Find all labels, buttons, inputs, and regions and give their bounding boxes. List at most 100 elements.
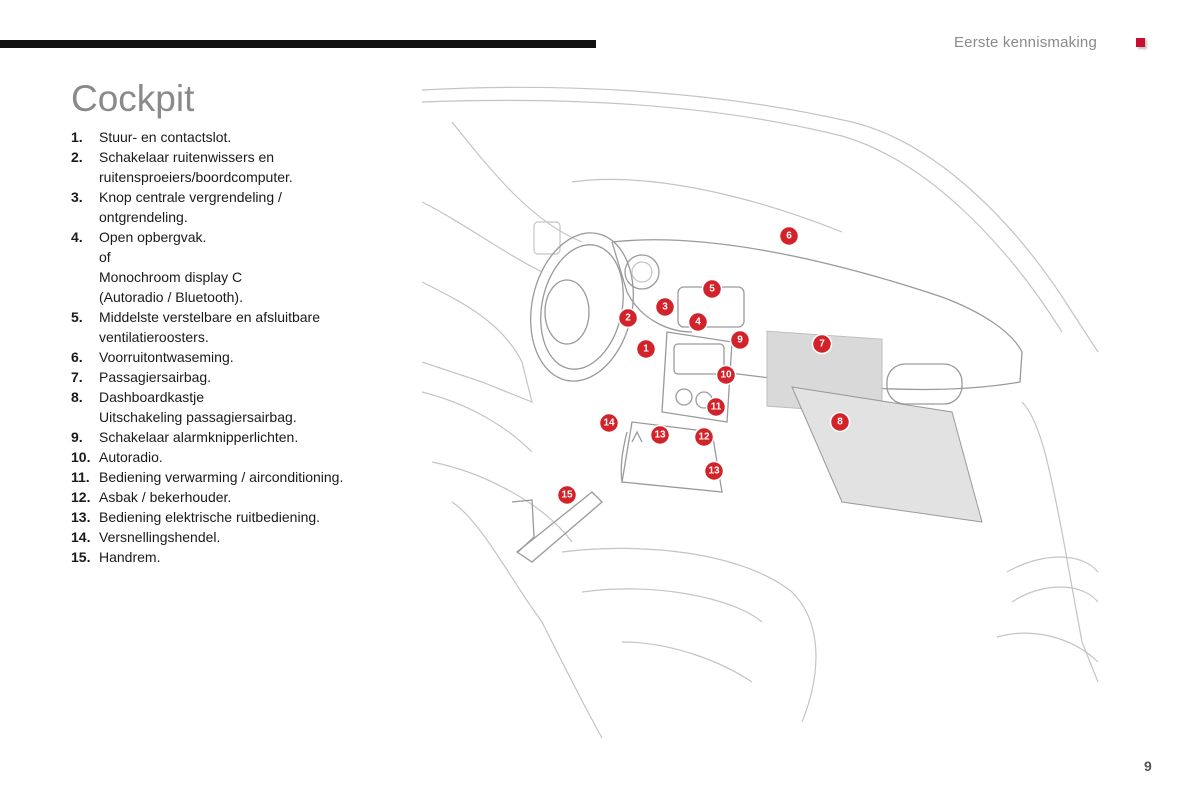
callout-7: 7 [811, 333, 833, 355]
callout-10: 10 [715, 364, 737, 386]
legend-item: 6. Voorruitontwaseming. [71, 347, 401, 367]
section-marker-icon [1136, 38, 1145, 47]
legend-line: Dashboardkastje [99, 389, 205, 405]
legend-text: Passagiersairbag. [99, 367, 401, 387]
legend-item: 5. Middelste verstelbare en afsluitbare ve… [71, 307, 401, 347]
legend-number: 11. [71, 469, 90, 485]
legend-line: Bediening elektrische ruitbediening. [99, 509, 321, 525]
svg-text:10: 10 [720, 370, 732, 381]
legend-item: 2. Schakelaar ruitenwissers en ruitensproe… [71, 147, 401, 187]
legend-number: 15. [71, 549, 91, 565]
legend-number: 7. [71, 369, 83, 385]
legend-number: 8. [71, 389, 83, 405]
callout-13-a: 13 [649, 424, 671, 446]
callout-2: 2 [617, 307, 639, 329]
callout-6: 6 [778, 225, 800, 247]
legend-number: 4. [71, 229, 83, 245]
callout-1: 1 [635, 338, 657, 360]
legend-line: Autoradio. [99, 449, 163, 465]
callout-15: 15 [556, 484, 578, 506]
legend-line: Schakelaar alarmknipperlichten. [99, 429, 299, 445]
legend-item: 7. Passagiersairbag. [71, 367, 401, 387]
svg-text:5: 5 [709, 284, 715, 295]
legend-number: 9. [71, 429, 83, 445]
legend-line: ventilatieroosters. [99, 329, 209, 345]
legend-number: 13. [71, 509, 91, 525]
legend-text: Asbak / bekerhouder. [99, 487, 401, 507]
svg-text:2: 2 [625, 313, 631, 324]
legend-line: Handrem. [99, 549, 161, 565]
callout-3: 3 [654, 296, 676, 318]
legend-line: Monochroom display C [99, 269, 243, 285]
page-number: 9 [1144, 758, 1152, 774]
legend-text: Handrem. [99, 547, 401, 567]
legend-text: Bediening elektrische ruitbediening. [99, 507, 401, 527]
legend-item: 3. Knop centrale vergrendeling / ontgrende… [71, 187, 401, 227]
svg-text:1: 1 [643, 344, 649, 355]
legend-text: Stuur- en contactslot. [99, 127, 401, 147]
callout-13-b: 13 [703, 460, 725, 482]
legend-line: Passagiersairbag. [99, 369, 212, 385]
svg-text:14: 14 [603, 418, 615, 429]
cockpit-illustration: 1 2 3 4 5 6 7 8 9 10 11 12 13 13 14 15 [422, 86, 1099, 738]
legend-line: ontgrendeling. [99, 209, 188, 225]
legend-item: 13. Bediening elektrische ruitbediening. [71, 507, 401, 527]
legend-item: 1. Stuur- en contactslot. [71, 127, 401, 147]
legend-text: Middelste verstelbare en afsluitbare vent… [99, 307, 401, 347]
svg-text:13: 13 [708, 466, 720, 477]
svg-text:6: 6 [786, 231, 792, 242]
callout-14: 14 [598, 412, 620, 434]
legend-number: 12. [71, 489, 91, 505]
legend-number: 6. [71, 349, 83, 365]
callout-4: 4 [687, 311, 709, 333]
legend-line: Asbak / bekerhouder. [99, 489, 232, 505]
legend-line: Bediening verwarming / airconditioning. [99, 469, 344, 485]
legend-text: Knop centrale vergrendeling / ontgrendeli… [99, 187, 401, 227]
legend-line: Open opbergvak. [99, 229, 207, 245]
legend-number: 5. [71, 309, 83, 325]
legend-line: of [99, 249, 111, 265]
legend-item: 12. Asbak / bekerhouder. [71, 487, 401, 507]
callout-5: 5 [701, 278, 723, 300]
legend-line: Schakelaar ruitenwissers en [99, 149, 275, 165]
svg-text:4: 4 [695, 317, 701, 328]
legend-text: Schakelaar ruitenwissers en ruitensproeie… [99, 147, 401, 187]
svg-text:11: 11 [711, 402, 722, 413]
legend-number: 3. [71, 189, 83, 205]
callout-9: 9 [729, 329, 751, 351]
legend-number: 10. [71, 449, 91, 465]
legend-number: 14. [71, 529, 91, 545]
svg-text:7: 7 [819, 339, 825, 350]
svg-text:12: 12 [698, 432, 710, 443]
callout-12: 12 [693, 426, 715, 448]
legend-item: 14. Versnellingshendel. [71, 527, 401, 547]
legend-line: (Autoradio / Bluetooth). [99, 289, 243, 305]
callout-11: 11 [705, 396, 727, 418]
svg-text:13: 13 [654, 430, 666, 441]
svg-text:15: 15 [561, 490, 573, 501]
section-title: Eerste kennismaking [953, 34, 1097, 51]
legend-text: Schakelaar alarmknipperlichten. [99, 427, 401, 447]
legend-item: 10. Autoradio. [71, 447, 401, 467]
legend-item: 11. Bediening verwarming / airconditionin… [71, 467, 401, 487]
legend-line: Knop centrale vergrendeling / [99, 189, 282, 205]
legend-line: Voorruitontwaseming. [99, 349, 234, 365]
svg-text:9: 9 [737, 335, 743, 346]
legend-line: Versnellingshendel. [99, 529, 221, 545]
legend-number: 1. [71, 129, 83, 145]
legend-line: ruitensproeiers/boordcomputer. [99, 169, 293, 185]
svg-text:8: 8 [837, 417, 843, 428]
page-title: Cockpit [71, 78, 195, 119]
legend-item: 15. Handrem. [71, 547, 401, 567]
legend-line: Uitschakeling passagiersairbag. [99, 409, 297, 425]
legend-line: Middelste verstelbare en afsluitbare [99, 309, 321, 325]
legend-line: Stuur- en contactslot. [99, 129, 232, 145]
legend-number: 2. [71, 149, 83, 165]
callout-8: 8 [829, 411, 851, 433]
legend-text: Versnellingshendel. [99, 527, 401, 547]
legend-item: 9. Schakelaar alarmknipperlichten. [71, 427, 401, 447]
